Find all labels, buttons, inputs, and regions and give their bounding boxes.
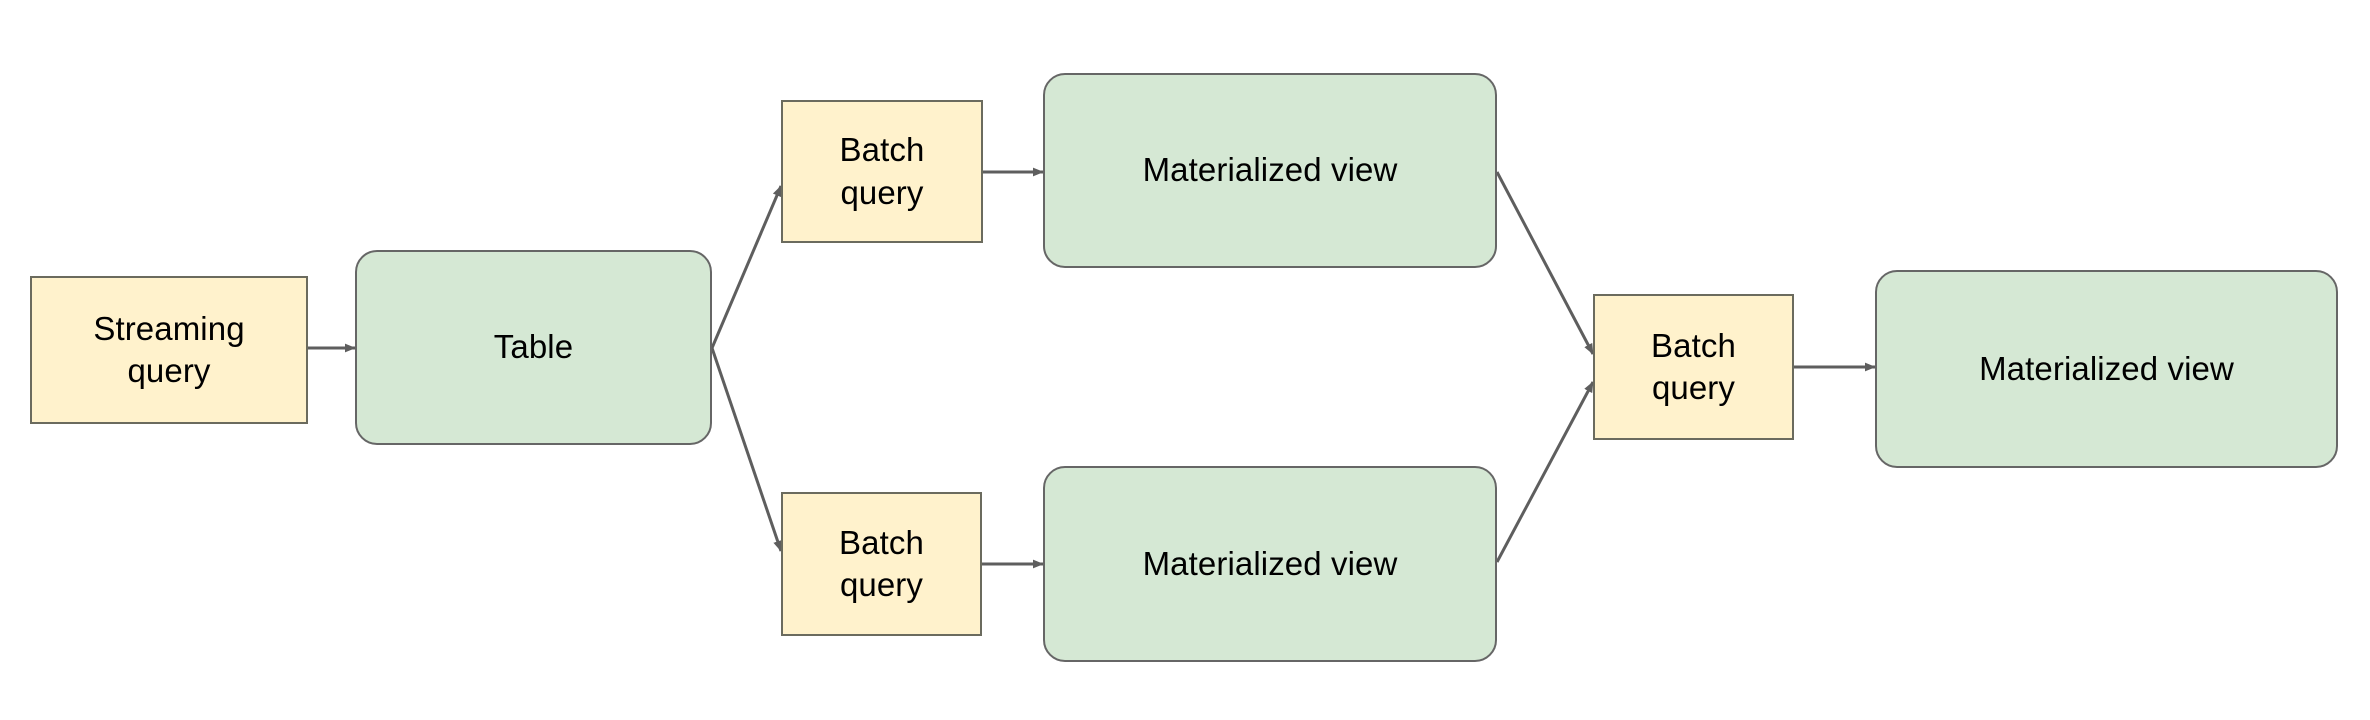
node-batch-query-bottom[interactable]: Batch query xyxy=(781,492,982,636)
node-label-batch-query-top: Batch query xyxy=(839,131,925,211)
node-materialized-view-right[interactable]: Materialized view xyxy=(1875,270,2338,468)
edge-materialized-view-bottom-to-batch-query-right xyxy=(1495,381,1595,563)
edge-table-to-batch-query-bottom xyxy=(710,347,783,552)
node-materialized-view-top[interactable]: Materialized view xyxy=(1043,73,1497,268)
node-label-streaming-query: Streaming query xyxy=(93,309,245,389)
node-label-materialized-view-bottom: Materialized view xyxy=(1142,544,1398,582)
node-streaming-query[interactable]: Streaming query xyxy=(30,276,308,424)
node-label-table: Table xyxy=(493,328,574,366)
edge-table-to-batch-query-top xyxy=(710,185,783,349)
node-label-materialized-view-right: Materialized view xyxy=(1979,349,2234,387)
node-batch-query-top[interactable]: Batch query xyxy=(781,100,983,243)
node-table[interactable]: Table xyxy=(355,250,712,445)
node-label-batch-query-bottom: Batch query xyxy=(839,523,924,603)
edge-materialized-view-top-to-batch-query-right xyxy=(1495,171,1595,355)
node-materialized-view-bottom[interactable]: Materialized view xyxy=(1043,466,1497,662)
node-label-batch-query-right: Batch query xyxy=(1651,326,1736,406)
node-label-materialized-view-top: Materialized view xyxy=(1142,151,1398,189)
node-batch-query-right[interactable]: Batch query xyxy=(1593,294,1794,440)
